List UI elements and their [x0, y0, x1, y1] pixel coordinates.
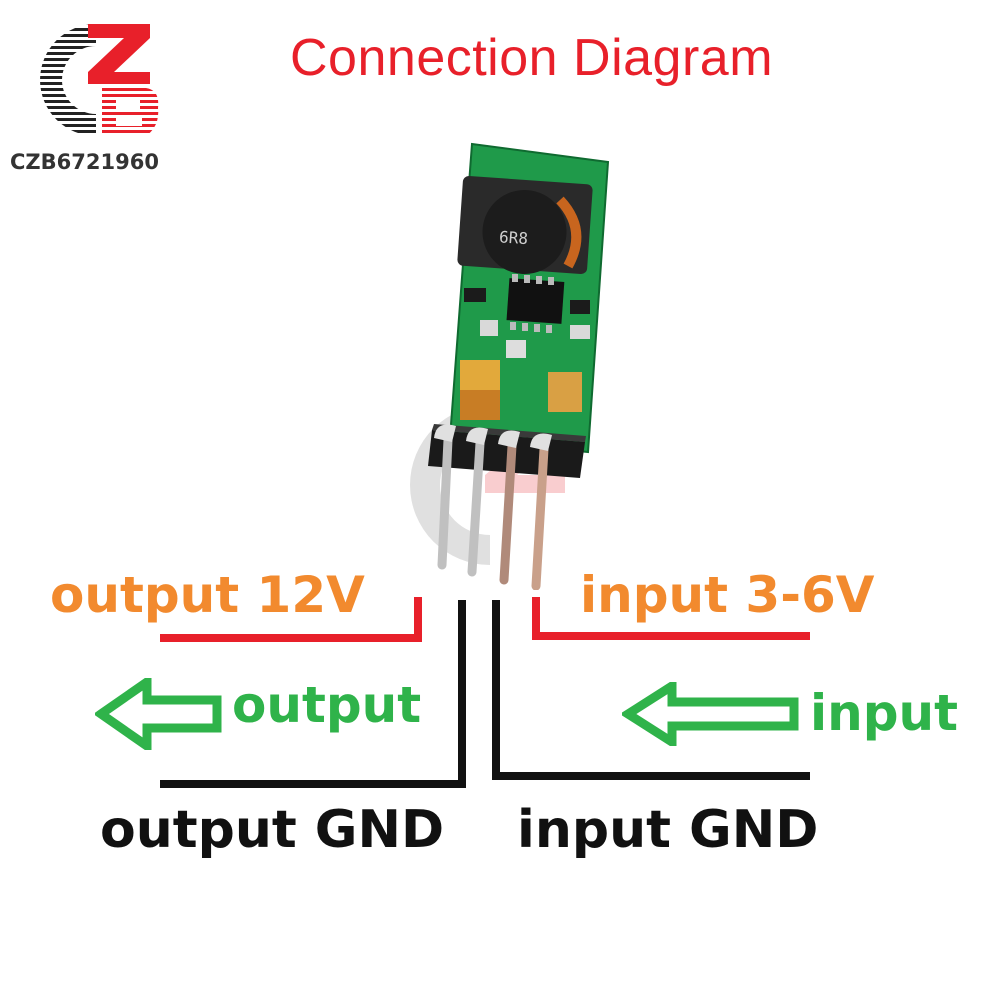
diagram-title: Connection Diagram [290, 29, 774, 87]
dc-converter-module: 6R8 [428, 142, 610, 590]
input-voltage-label: input 3-6V [580, 566, 875, 624]
output-arrow-label: output [232, 676, 422, 734]
output-voltage-label: output 12V [50, 566, 365, 624]
logo-text: CZB6721960 [10, 150, 159, 174]
input-arrow-label: input [810, 684, 959, 742]
input-gnd-label: input GND [517, 800, 819, 860]
logo-czb-icon [40, 24, 159, 136]
inductor-marking: 6R8 [498, 227, 528, 248]
output-gnd-label: output GND [100, 800, 445, 860]
left-arrow-icon [95, 678, 222, 750]
left-arrow-icon [622, 682, 799, 746]
